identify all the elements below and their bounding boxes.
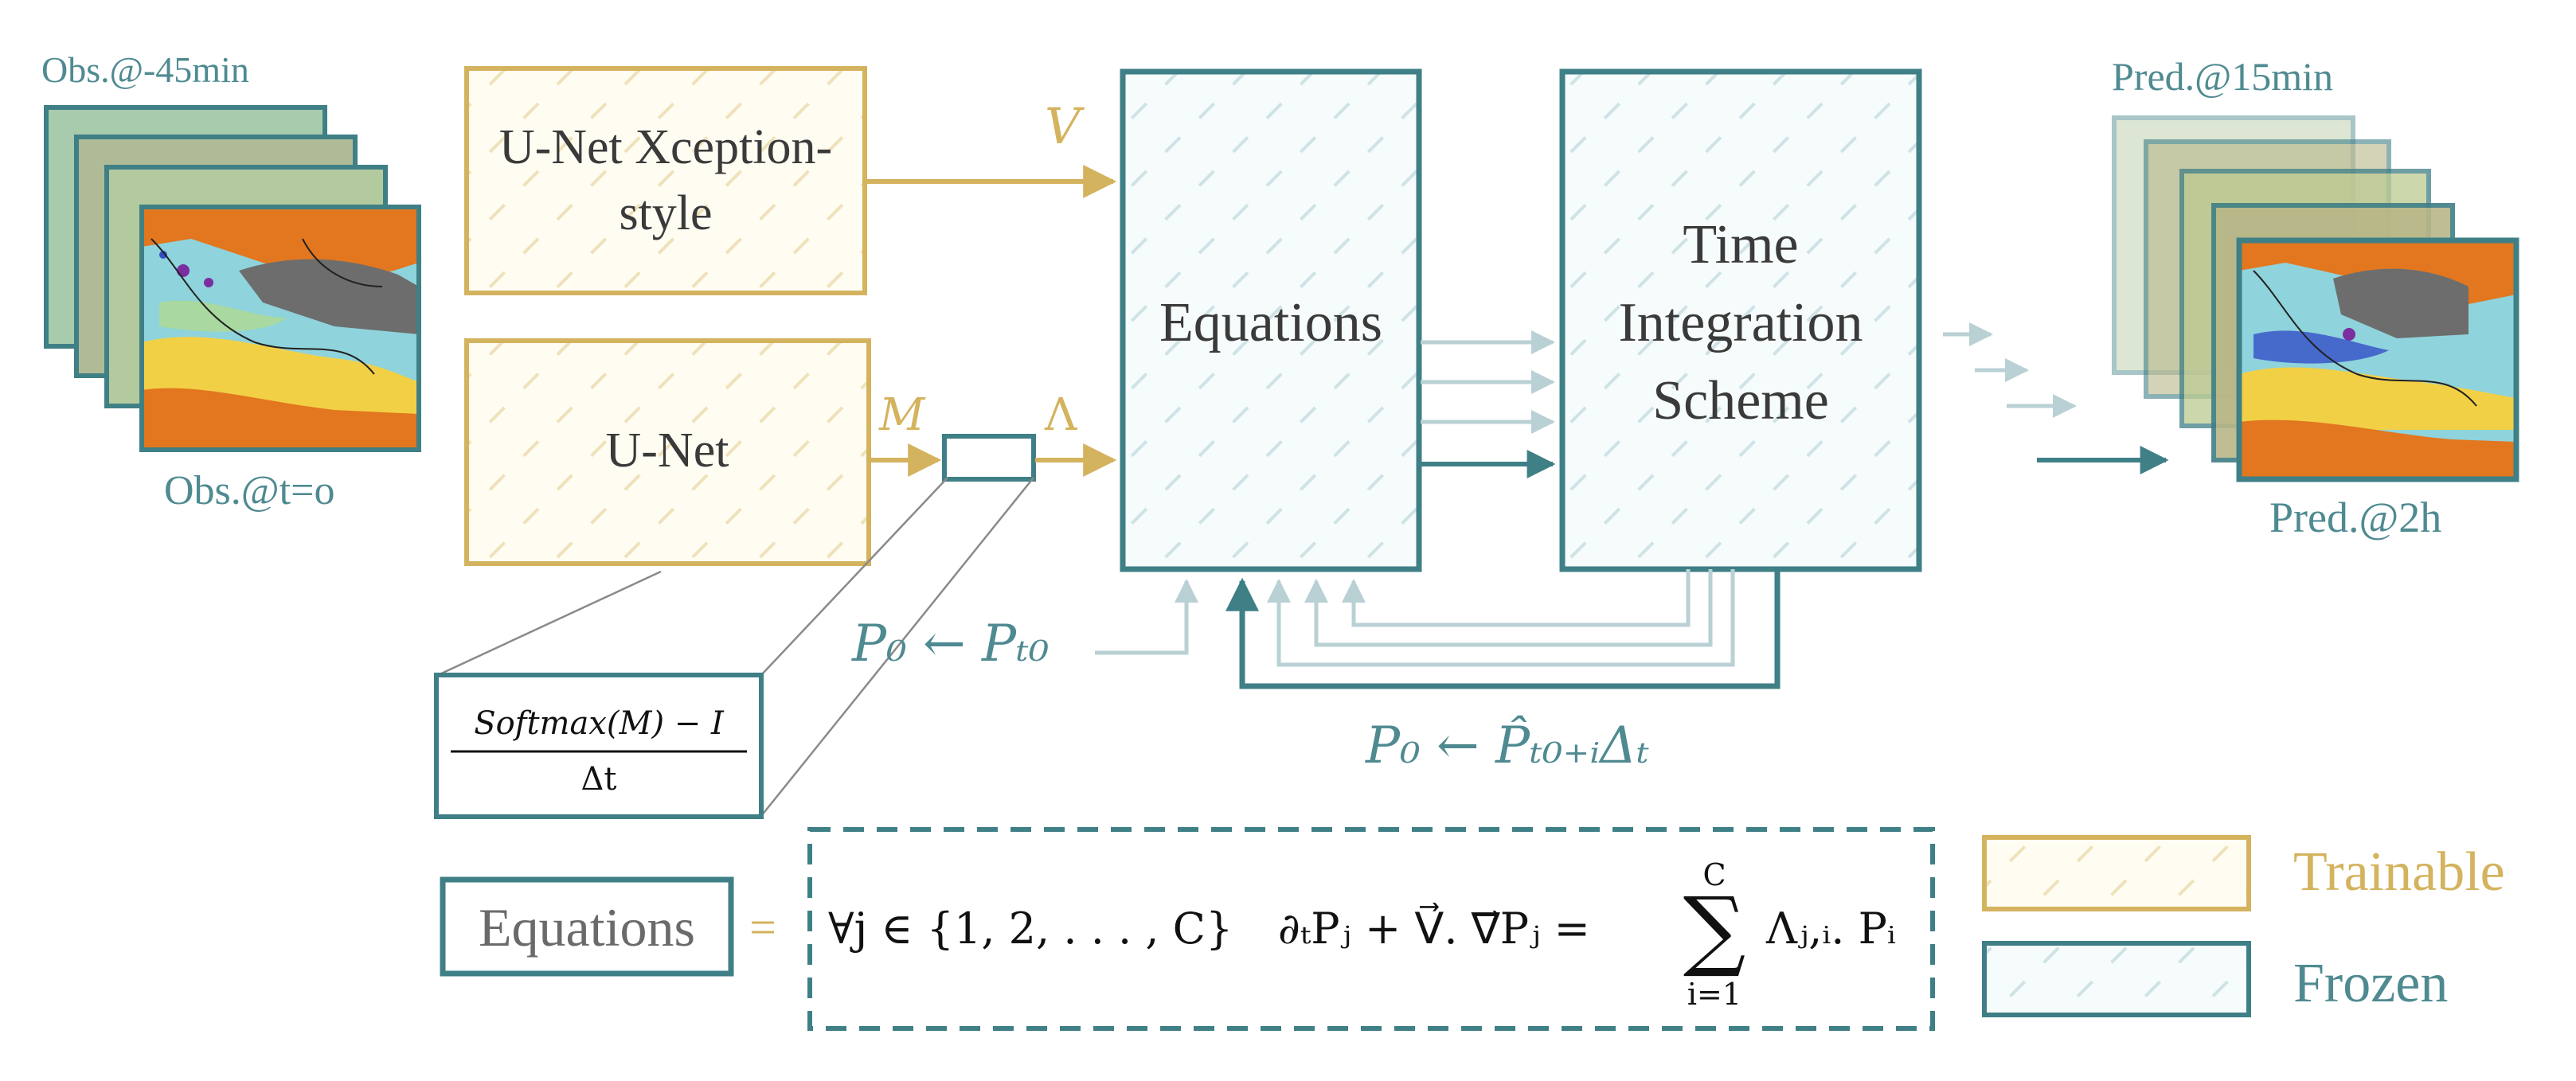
time-integration-label-line2: Integration	[1618, 292, 1863, 353]
equation-sum-bottom: i=1	[1687, 977, 1741, 1012]
init-from-pred-label: P₀ ← P̂ₜ₀₊ᵢΔₜ	[1365, 716, 1649, 775]
equations-def-box	[440, 876, 734, 977]
pred-frame-last	[2236, 237, 2519, 482]
equations-block-label: Equations	[1159, 292, 1382, 353]
equation-sum-symbol: ∑	[1683, 878, 1746, 980]
m-label: M	[878, 389, 926, 441]
equation-definition-box	[807, 827, 1935, 1031]
observation-stack	[44, 105, 421, 452]
legend-frozen-swatch	[1982, 941, 2251, 1017]
lambda-label: Λ	[1044, 389, 1077, 441]
zoom-line-right	[760, 477, 1034, 817]
zoom-line-mid	[760, 477, 948, 676]
legend-trainable-label: Trainable	[2293, 841, 2505, 903]
equations-def-equals: =	[749, 901, 776, 954]
legend-frozen-label: Frozen	[2293, 953, 2448, 1014]
zoom-line-left	[437, 570, 662, 677]
time-integration-label-line1: Time	[1683, 214, 1798, 275]
feedback-loop-1	[1342, 569, 1691, 627]
pred-first-label: Pred.@15min	[2112, 54, 2333, 99]
time-integration-block	[1559, 68, 1922, 572]
obs-first-label: Obs.@-45min	[41, 49, 249, 90]
unet-block	[464, 338, 871, 566]
pred-last-label: Pred.@2h	[2269, 494, 2441, 541]
feedback-loop-2	[1304, 569, 1713, 647]
equation-quantifier: ∀j ∈ {1, 2, . . . , C}	[828, 903, 1233, 954]
softmax-transform-node	[942, 434, 1036, 482]
equation-pde: ∂ₜPⱼ + V⃗. ∇⃗Pⱼ =	[1278, 902, 1590, 954]
equations-block	[1120, 68, 1422, 572]
unet-xception-block	[464, 66, 867, 295]
obs-frame-last	[139, 205, 421, 452]
legend: Trainable Frozen	[1982, 835, 2505, 1017]
softmax-denominator: Δt	[581, 761, 617, 798]
unet-xception-label-line2: style	[619, 186, 712, 240]
init-from-obs-label: P₀ ← Pₜ₀	[851, 615, 1050, 673]
time-integration-label-line3: Scheme	[1652, 370, 1829, 431]
equations-def-box-label: Equations	[479, 897, 695, 958]
feedback-loop-3	[1267, 569, 1735, 667]
feedback-loop-main	[1225, 569, 1781, 689]
unet-label: U-Net	[606, 423, 729, 478]
prediction-stack	[2112, 115, 2519, 482]
equation-sum-top: C	[1702, 857, 1726, 892]
softmax-formula-box	[434, 673, 764, 819]
legend-trainable-swatch	[1982, 835, 2251, 911]
unet-xception-label-line1: U-Net Xception-	[499, 120, 832, 174]
obs-last-label: Obs.@t=o	[164, 468, 334, 513]
v-label: V	[1045, 97, 1085, 155]
softmax-numerator: Softmax(M) − I	[474, 705, 725, 742]
equation-sum-term: Λⱼ,ᵢ. Pᵢ	[1765, 903, 1896, 954]
init-arrow	[1095, 579, 1198, 655]
